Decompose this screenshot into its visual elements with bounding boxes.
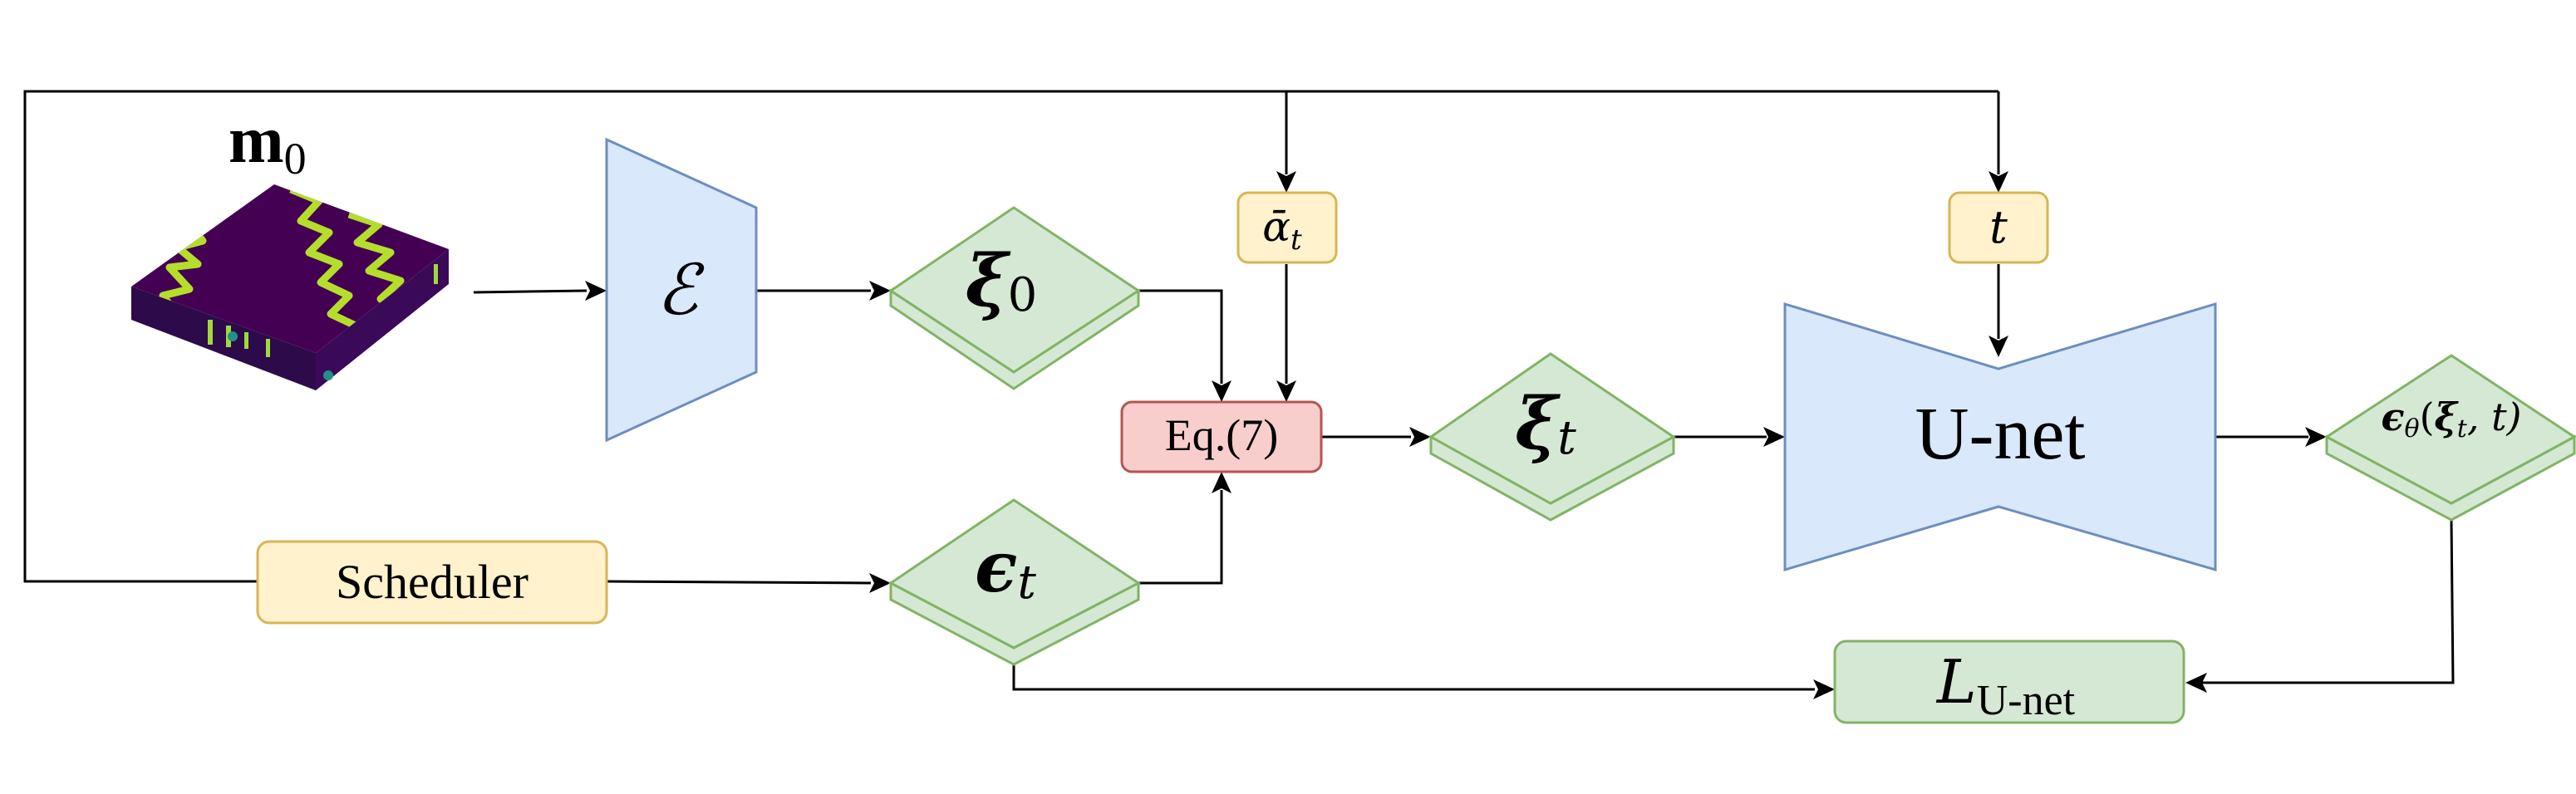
m0-field-dot-2 xyxy=(323,370,333,380)
line-eps-theta-to-loss xyxy=(2194,517,2455,684)
alpha-bar-label: ᾱt xyxy=(1262,203,1302,257)
encoder-trapezoid xyxy=(605,137,758,443)
eps-t-node: ϵt xyxy=(888,498,1141,666)
arrow-head-eq7-from-eps-t xyxy=(1212,472,1231,493)
loss-node: LU-net xyxy=(1833,640,2185,724)
arrow-head-eq7-from-alpha xyxy=(1276,380,1296,402)
unet-block: U-net xyxy=(1783,301,2217,572)
loss-label: LU-net xyxy=(1935,647,2076,724)
eq7-node: Eq.(7) xyxy=(1120,400,1323,473)
arrow-head-encoder xyxy=(585,281,607,301)
eps-t-label: ϵt xyxy=(975,526,1036,610)
alpha-bar-box xyxy=(1236,191,1338,264)
line-xi0-to-eq7 xyxy=(1138,289,1223,384)
xi0-diamond-top xyxy=(888,206,1141,374)
encoder-label: ℰ xyxy=(656,249,705,331)
arrow-head-xi0 xyxy=(869,281,891,301)
eps-theta-node: ϵθ(ξt, t) xyxy=(2324,354,2576,522)
line-m0-to-encoder xyxy=(473,289,587,294)
m0-field-drip-5 xyxy=(434,264,438,284)
t-label: t xyxy=(1989,201,2008,253)
eps-theta-diamond-top xyxy=(2324,354,2576,505)
arrow-head-eps-t xyxy=(869,573,891,593)
m0-field-top xyxy=(131,184,449,353)
xi0-node: ξ0 xyxy=(888,206,1141,390)
arrow-head-eq7-from-xi0 xyxy=(1212,380,1231,402)
eps-theta-label: ϵθ(ξt, t) xyxy=(2381,395,2521,444)
scheduler-node: Scheduler xyxy=(256,540,608,625)
unet-hourglass xyxy=(1783,301,2217,572)
m0-field-drip-3 xyxy=(244,332,248,349)
line-eps-t-to-eq7 xyxy=(1138,490,1223,585)
eq7-label: Eq.(7) xyxy=(1165,410,1278,460)
m0-field-right-side xyxy=(316,249,449,390)
loss-box xyxy=(1833,640,2185,724)
m0-field-left-side xyxy=(131,287,316,390)
arrow-head-eps-theta xyxy=(2305,427,2327,447)
line-eps-t-to-loss xyxy=(1012,664,1815,691)
xi0-label: ξ0 xyxy=(966,239,1038,323)
arrow-head-alpha xyxy=(1276,171,1296,193)
arrow-heads xyxy=(585,171,2327,699)
xit-node: ξt xyxy=(1428,352,1676,522)
scheduler-label: Scheduler xyxy=(336,555,528,609)
xit-diamond-top xyxy=(1428,352,1676,505)
top-feedback-line xyxy=(23,90,1998,583)
m0-field-stripe-2 xyxy=(289,185,363,351)
t-box xyxy=(1948,191,2049,264)
alpha-bar-node: ᾱt xyxy=(1236,191,1338,264)
arrow-head-unet-from-t xyxy=(1989,336,2008,357)
arrow-head-loss-left xyxy=(1813,679,1835,699)
arrow-head-unet xyxy=(1763,427,1785,447)
unet-label: U-net xyxy=(1915,393,2086,475)
encoder-block: ℰ xyxy=(605,137,758,443)
m0-field-dot-1 xyxy=(228,331,238,341)
arrow-head-xit xyxy=(1409,427,1431,447)
m0-label: m0 xyxy=(229,104,307,184)
line-scheduler-to-eps-t xyxy=(606,580,872,585)
connectors xyxy=(23,90,2455,691)
arrow-head-t xyxy=(1989,171,2008,193)
m0-field-drip-1 xyxy=(208,320,213,345)
m0-field-image xyxy=(131,184,449,390)
eps-t-diamond-top xyxy=(888,498,1141,649)
m0-field-drip-4 xyxy=(266,339,270,357)
t-node: t xyxy=(1948,191,2049,264)
scheduler-box xyxy=(256,540,608,625)
eq7-box xyxy=(1120,400,1323,473)
arrow-head-loss-right xyxy=(2185,673,2207,693)
xit-label: ξt xyxy=(1515,382,1576,466)
